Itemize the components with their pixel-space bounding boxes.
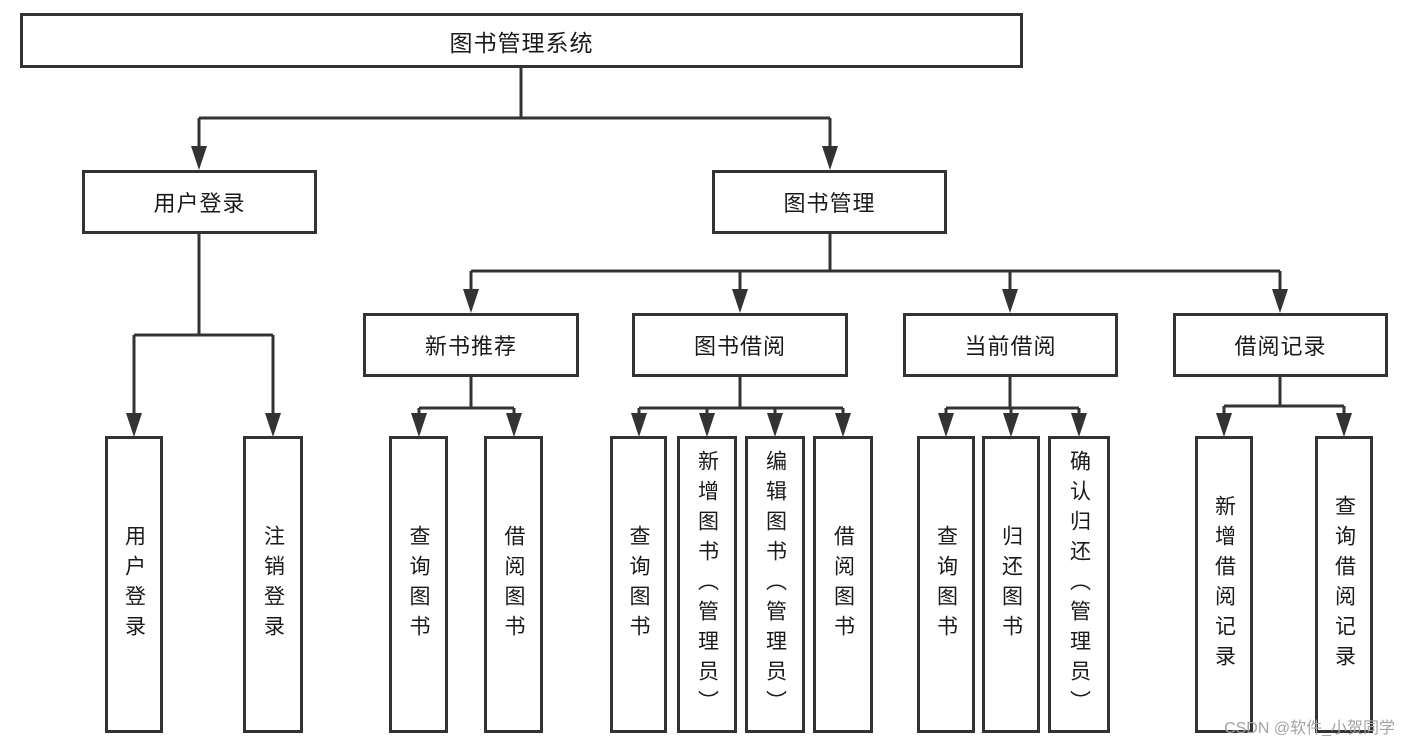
- node-book-borrowing: 图书借阅: [632, 313, 848, 377]
- node-label: 新增图书（管理员）: [695, 449, 719, 720]
- connector-path: [197, 66, 832, 146]
- node-label: 新增借阅记录: [1212, 494, 1236, 675]
- node-label: 图书借阅: [693, 334, 786, 359]
- node-label: 用户登录: [122, 524, 146, 645]
- node-label: 确认归还（管理员）: [1067, 449, 1091, 720]
- node-label: 查询借阅记录: [1332, 494, 1356, 675]
- node-label: 归还图书: [999, 524, 1023, 645]
- node-user-login: 用户登录: [82, 170, 317, 234]
- leaf-add-borrow-record: 新增借阅记录: [1195, 436, 1253, 733]
- arrowhead-down-icon: [463, 289, 479, 313]
- node-label: 查询图书: [627, 524, 650, 645]
- arrowhead-down-icon: [1003, 413, 1019, 437]
- node-label: 编辑图书（管理员）: [763, 449, 787, 720]
- arrowhead-down-icon: [822, 146, 838, 170]
- watermark: CSDN @软件_小贺同学: [1224, 720, 1395, 737]
- leaf-confirm-return-admin: 确认归还（管理员）: [1048, 436, 1110, 733]
- connector-root-to-children: [191, 66, 838, 170]
- leaf-borrow-books-borrowing: 借阅图书: [813, 436, 873, 733]
- node-label: 借阅图书: [831, 524, 855, 645]
- arrowhead-down-icon: [411, 413, 427, 437]
- node-label: 用户登录: [153, 191, 246, 216]
- leaf-add-books-admin: 新增图书（管理员）: [677, 436, 737, 733]
- leaf-user-login: 用户登录: [105, 436, 163, 733]
- leaf-query-books-current: 查询图书: [917, 436, 975, 733]
- node-borrowing-records: 借阅记录: [1173, 313, 1388, 377]
- node-label: 借阅记录: [1234, 334, 1327, 359]
- leaf-query-books-recommend: 查询图书: [389, 436, 448, 733]
- leaf-query-books-borrowing: 查询图书: [610, 436, 667, 733]
- node-library-system: 图书管理系统: [20, 13, 1023, 68]
- arrowhead-down-icon: [767, 413, 783, 437]
- arrowhead-down-icon: [506, 413, 522, 437]
- node-label: 新书推荐: [424, 334, 517, 359]
- node-label: 查询图书: [934, 524, 958, 645]
- connector-book-management-to-children: [463, 234, 1288, 313]
- leaf-edit-books-admin: 编辑图书（管理员）: [745, 436, 805, 733]
- leaf-logout: 注销登录: [243, 436, 303, 733]
- node-new-book-recommend: 新书推荐: [363, 313, 579, 377]
- connector-path: [637, 377, 845, 415]
- connector-path: [944, 377, 1081, 415]
- connector-new-book-recommend-to-children: [411, 377, 522, 437]
- connector-path: [417, 377, 516, 415]
- node-label: 借阅图书: [502, 524, 525, 645]
- arrowhead-down-icon: [732, 289, 748, 313]
- node-label: 查询图书: [407, 524, 430, 645]
- leaf-borrow-books-recommend: 借阅图书: [484, 436, 543, 733]
- node-current-borrowing: 当前借阅: [903, 313, 1118, 377]
- arrowhead-down-icon: [631, 413, 647, 437]
- arrowhead-down-icon: [1336, 413, 1352, 437]
- connector-path: [132, 234, 275, 414]
- connector-borrowing-records-to-children: [1216, 377, 1352, 437]
- arrowhead-down-icon: [191, 146, 207, 170]
- arrowhead-down-icon: [1272, 289, 1288, 313]
- arrowhead-down-icon: [699, 413, 715, 437]
- connector-path: [469, 234, 1282, 290]
- arrowhead-down-icon: [1216, 413, 1232, 437]
- node-label: 注销登录: [261, 524, 285, 645]
- connector-user-login-to-children: [126, 234, 281, 437]
- connector-current-borrowing-to-children: [938, 377, 1087, 437]
- arrowhead-down-icon: [938, 413, 954, 437]
- leaf-return-books: 归还图书: [982, 436, 1040, 733]
- arrowhead-down-icon: [126, 413, 142, 437]
- node-label: 当前借阅: [964, 334, 1057, 359]
- arrowhead-down-icon: [265, 413, 281, 437]
- connector-book-borrowing-to-children: [631, 377, 851, 437]
- arrowhead-down-icon: [835, 413, 851, 437]
- arrowhead-down-icon: [1071, 413, 1087, 437]
- connector-path: [1222, 377, 1346, 415]
- node-label: 图书管理系统: [449, 29, 594, 56]
- arrowhead-down-icon: [1002, 289, 1018, 313]
- node-book-management: 图书管理: [712, 170, 947, 234]
- node-label: 图书管理: [783, 191, 876, 216]
- leaf-query-borrow-record: 查询借阅记录: [1315, 436, 1373, 733]
